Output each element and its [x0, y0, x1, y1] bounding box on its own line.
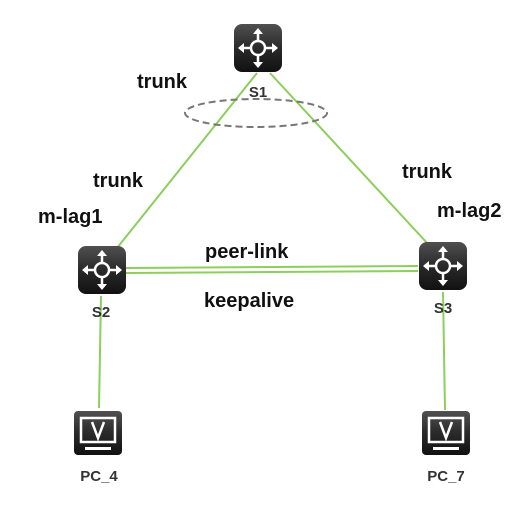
- link-s1-s3: [269, 72, 429, 245]
- switch-icon: [232, 22, 284, 74]
- label-trunk-s2: trunk: [93, 170, 144, 192]
- label-mlag2: m-lag2: [437, 200, 501, 222]
- link-s1-s2: [116, 72, 258, 249]
- label-keepalive: keepalive: [204, 290, 294, 312]
- label-trunk-s3: trunk: [402, 161, 453, 183]
- switch-s2[interactable]: [76, 244, 128, 296]
- link-keepalive: [125, 270, 419, 274]
- switch-s3[interactable]: [417, 240, 469, 292]
- node-label-s1: S1: [249, 84, 267, 101]
- node-label-pc4: PC_4: [80, 468, 118, 485]
- label-peer-link: peer-link: [205, 241, 289, 263]
- node-label-s3: S3: [434, 300, 452, 317]
- monitor-icon: [420, 409, 472, 457]
- node-label-s2: S2: [92, 304, 110, 321]
- node-label-pc7: PC_7: [427, 468, 465, 485]
- link-s2-pc4: [98, 295, 102, 409]
- switch-icon: [76, 244, 128, 296]
- lag-ellipse: [184, 98, 328, 128]
- link-s3-pc7: [442, 291, 446, 411]
- label-mlag1: m-lag1: [38, 206, 102, 228]
- pc-4[interactable]: [72, 409, 124, 457]
- pc-7[interactable]: [420, 409, 472, 457]
- monitor-icon: [72, 409, 124, 457]
- switch-icon: [417, 240, 469, 292]
- switch-s1[interactable]: [232, 22, 284, 74]
- label-trunk-s1: trunk: [137, 71, 188, 93]
- link-peer-link: [125, 265, 419, 269]
- links: [98, 72, 446, 411]
